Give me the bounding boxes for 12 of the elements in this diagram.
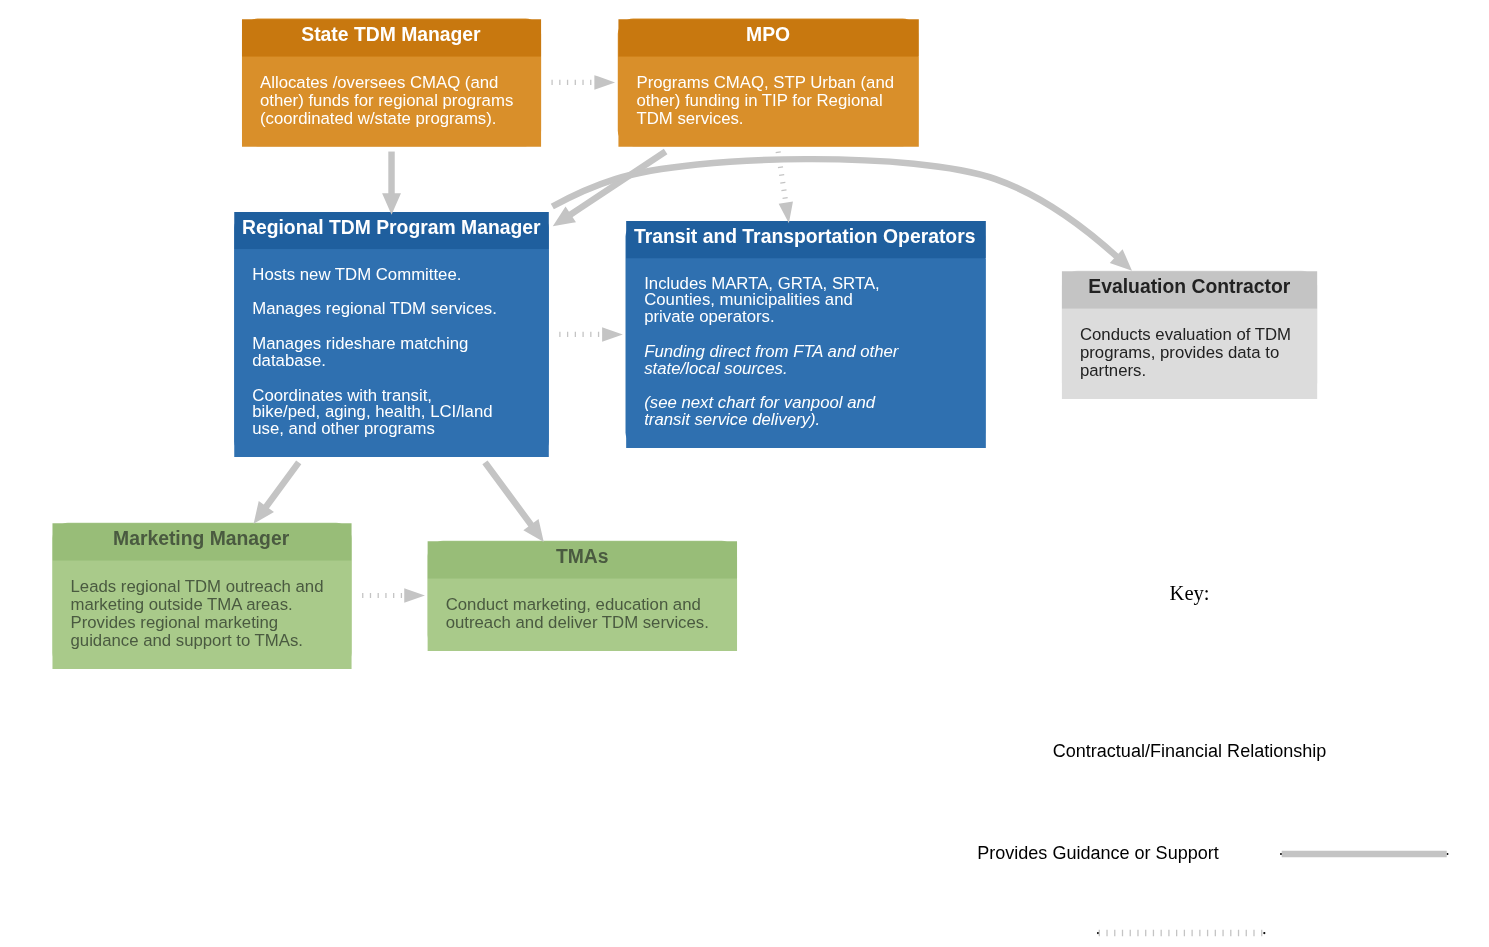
arrow <box>775 151 793 224</box>
label: Key: <box>1169 582 1210 605</box>
arrow <box>381 151 401 215</box>
arrow <box>558 327 623 342</box>
arrow <box>550 75 615 90</box>
arrow <box>550 155 1132 271</box>
arrow <box>253 460 301 524</box>
arrow <box>361 588 425 603</box>
legend-label: Provides Guidance or Support <box>976 842 1219 863</box>
legend-label: Contractual/Financial Relationship <box>1052 740 1326 761</box>
arrow <box>481 460 544 542</box>
arrow <box>552 148 667 227</box>
